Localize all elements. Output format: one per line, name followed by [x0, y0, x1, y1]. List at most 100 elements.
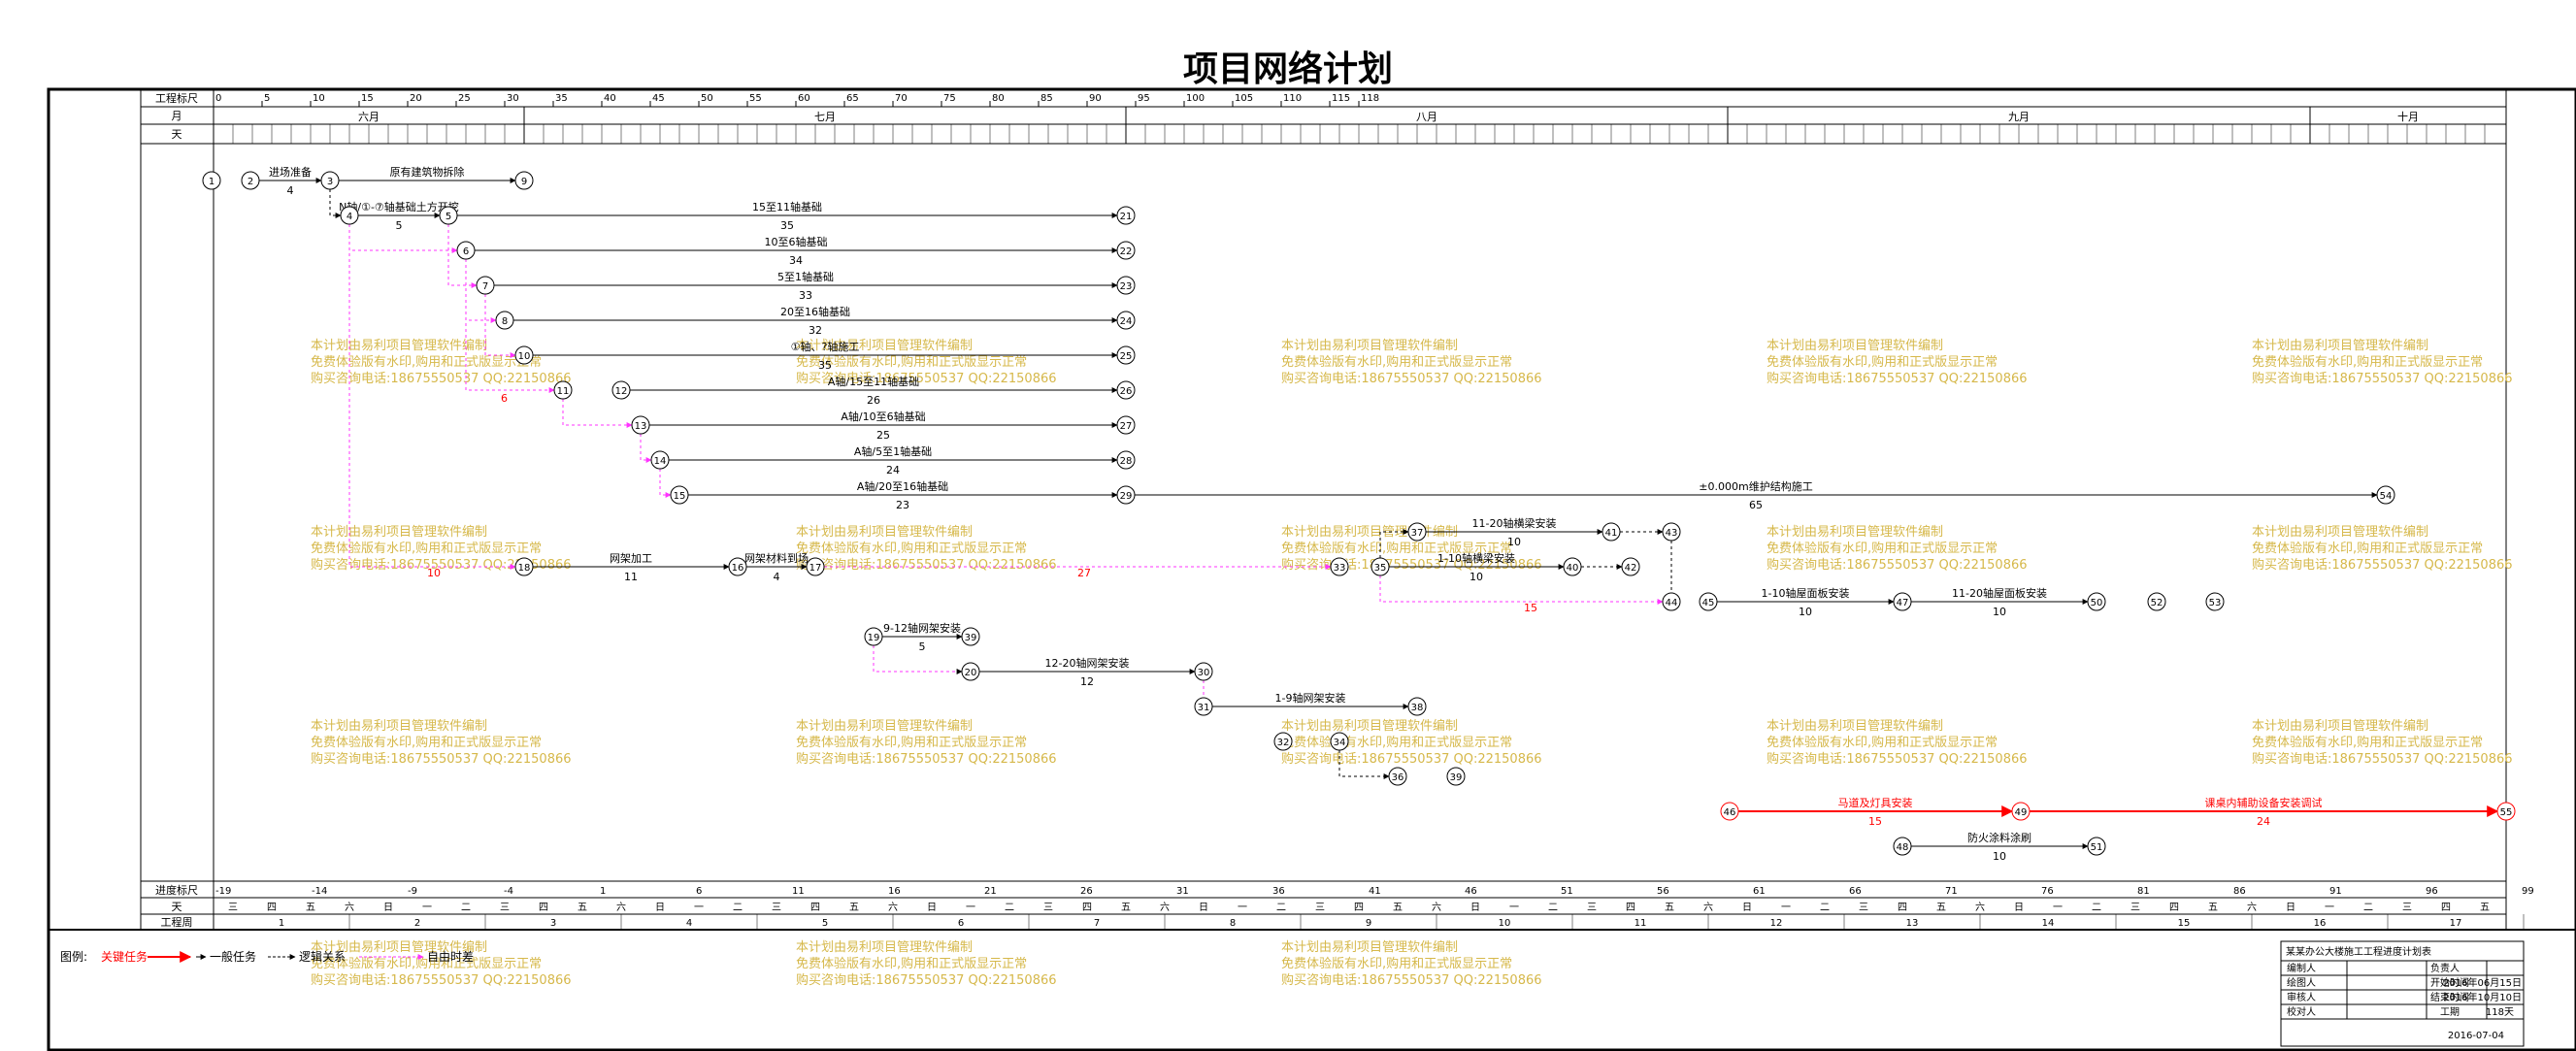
event-node-number: 44	[1666, 598, 1678, 608]
event-node	[1407, 697, 1427, 716]
watermark-line: 购买咨询电话:18675550537 QQ:22150866	[796, 557, 1057, 573]
task-name: A轴/5至1轴基础	[854, 444, 932, 458]
event-node	[439, 206, 458, 225]
weekday-label: 五	[849, 903, 859, 913]
week-label: 14	[2042, 918, 2055, 929]
event-node	[1563, 557, 1582, 576]
task-duration: 33	[799, 289, 812, 302]
event-node-number: 45	[1702, 598, 1715, 608]
event-node-number: 15	[674, 491, 686, 502]
event-node	[1893, 837, 1912, 856]
free-float-line	[348, 224, 516, 570]
event-node-number: 29	[1120, 491, 1133, 502]
event-node-number: 13	[635, 421, 647, 432]
scale-tick-label: 10	[313, 93, 325, 104]
task-duration: 32	[809, 324, 822, 337]
task-name: 进场准备	[269, 165, 312, 179]
watermark-line: 免费体验版有水印,购用和正式版显示正常	[2252, 735, 2483, 750]
watermark-line: 免费体验版有水印,购用和正式版显示正常	[1767, 354, 1998, 370]
free-float-line	[329, 189, 342, 218]
event-node-number: 11	[557, 386, 570, 397]
week-label: 2	[414, 918, 420, 929]
event-node-number: 22	[1120, 246, 1133, 257]
event-node-number: 18	[518, 563, 531, 574]
watermark-line: 本计划由易利项目管理软件编制	[311, 339, 487, 353]
event-node-number: 30	[1198, 668, 1210, 678]
free-float-line	[659, 469, 672, 498]
task-duration: 10	[1799, 606, 1812, 618]
watermark-line: 本计划由易利项目管理软件编制	[1281, 719, 1458, 734]
task-name: 原有建筑物拆除	[390, 165, 465, 179]
progress-tick-label: -9	[408, 886, 417, 897]
scale-tick-label: 45	[652, 93, 665, 104]
weekday-label: 二	[2092, 903, 2101, 913]
watermark-line: 本计划由易利项目管理软件编制	[1767, 525, 1943, 540]
watermark-line: 本计划由易利项目管理软件编制	[796, 525, 973, 540]
event-node	[806, 557, 825, 576]
event-node	[553, 380, 573, 400]
week-label: 8	[1230, 918, 1236, 929]
weekday-label: 六	[616, 902, 626, 913]
progress-tick-label: 21	[984, 886, 997, 897]
event-node-number: 23	[1120, 281, 1133, 292]
progress-tick-label: 26	[1080, 886, 1093, 897]
event-node-number: 37	[1411, 528, 1424, 539]
event-node	[650, 450, 670, 470]
event-node-number: 46	[1724, 807, 1736, 818]
scale-tick-label: 40	[604, 93, 616, 104]
task-duration: 24	[886, 464, 900, 476]
event-node-number: 1	[209, 177, 215, 187]
event-node-number: 17	[809, 563, 822, 574]
weekday-label: 日	[1742, 903, 1752, 913]
event-node	[1699, 592, 1718, 611]
task-duration: 26	[867, 394, 880, 407]
event-node	[961, 627, 980, 646]
week-label: 7	[1094, 918, 1100, 929]
task-name: 课桌内辅助设备安装调试	[2205, 796, 2323, 809]
week-label: 16	[2314, 918, 2327, 929]
weekday-label: 二	[1548, 903, 1558, 913]
task-duration: 23	[896, 499, 909, 511]
task-name: 1-10轴横梁安装	[1437, 551, 1515, 565]
task-name: A轴/15至11轴基础	[828, 375, 919, 388]
weekday-label: 三	[1315, 903, 1325, 913]
scale-tick-label: 80	[992, 93, 1005, 104]
week-row-label: 工程周	[161, 916, 193, 929]
event-node-number: 25	[1120, 351, 1133, 362]
event-node-number: 27	[1120, 421, 1133, 432]
watermark-line: 免费体验版有水印,购用和正式版显示正常	[311, 354, 542, 370]
progress-tick-label: 6	[696, 886, 702, 897]
weekday-label: 二	[1276, 903, 1286, 913]
watermark-line: 本计划由易利项目管理软件编制	[1767, 719, 1943, 734]
event-node	[1446, 767, 1466, 786]
event-node-number: 16	[732, 563, 744, 574]
task-name: 20至16轴基础	[780, 305, 850, 318]
watermark-line: 购买咨询电话:18675550537 QQ:22150866	[796, 972, 1057, 988]
weekday-label: 二	[461, 903, 471, 913]
progress-tick-label: 11	[792, 886, 805, 897]
event-node-number: 3	[327, 177, 333, 187]
watermark-line: 免费体验版有水印,购用和正式版显示正常	[2252, 541, 2483, 556]
weekday-label: 五	[1121, 903, 1131, 913]
scale-tick-label: 55	[749, 93, 762, 104]
weekday-label: 三	[2130, 903, 2140, 913]
watermark-line: 本计划由易利项目管理软件编制	[796, 940, 973, 955]
weekday-label: 六	[2247, 902, 2257, 913]
scale-tick-label: 0	[215, 93, 221, 104]
progress-tick-label: 61	[1753, 886, 1766, 897]
watermark-line: 免费体验版有水印,购用和正式版显示正常	[796, 354, 1027, 370]
free-float-line	[640, 434, 652, 463]
event-node	[1407, 522, 1427, 542]
weekday-label: 六	[1975, 902, 1985, 913]
scale-tick-label: 70	[895, 93, 908, 104]
event-node-number: 51	[2091, 842, 2103, 853]
event-node-number: 39	[965, 633, 977, 643]
watermark-line: 免费体验版有水印,购用和正式版显示正常	[1281, 354, 1512, 370]
progress-tick-label: 36	[1272, 886, 1285, 897]
task-duration: 10	[1470, 571, 1483, 583]
event-node-number: 42	[1625, 563, 1637, 574]
task-duration: 10	[1993, 850, 2006, 863]
progress-tick-label: 46	[1465, 886, 1477, 897]
